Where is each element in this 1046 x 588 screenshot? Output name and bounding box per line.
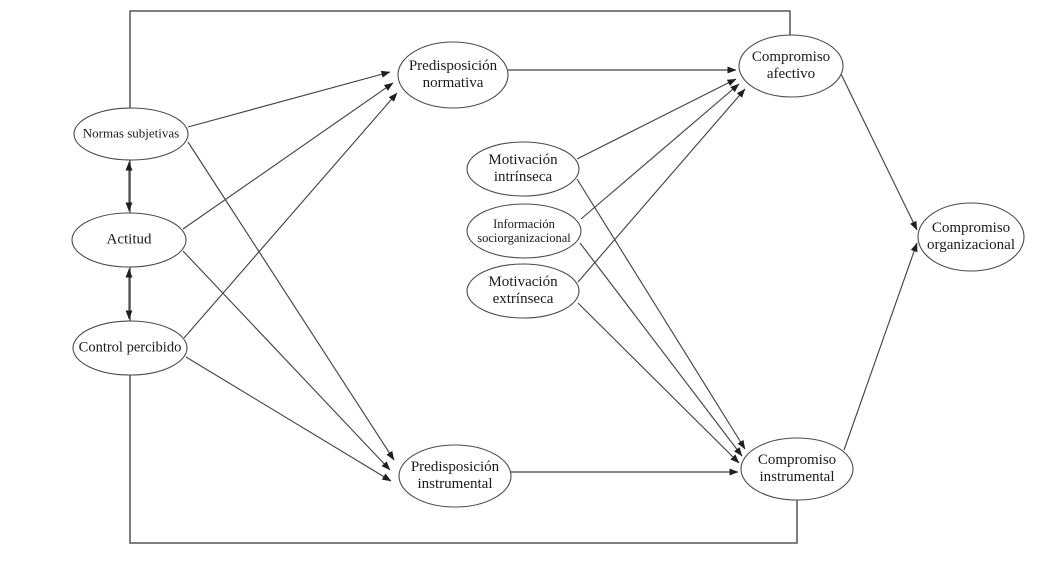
edge-motivacion-intrinseca--compromiso-afectivo	[576, 78, 737, 160]
node-motivacion-extrinseca	[466, 263, 580, 319]
node-actitud	[71, 212, 187, 268]
edge-control-percibido--predisposicion-instrumental	[185, 356, 392, 482]
edge-actitud--predisposicion-normativa	[182, 82, 394, 230]
edge-compromiso-instrumental--compromiso-organizacional	[843, 242, 918, 451]
edge-informacion-sociorganizacional--compromiso-afectivo	[580, 83, 740, 220]
edge-control-percibido--predisposicion-normativa	[183, 92, 398, 339]
node-compromiso-afectivo	[738, 34, 844, 98]
node-normas-subjetivas	[73, 107, 189, 161]
node-informacion-sociorganizacional	[466, 203, 582, 259]
node-predisposicion-instrumental	[398, 444, 512, 508]
edge-normas-subjetivas--predisposicion-instrumental	[187, 141, 395, 461]
edge-normas-subjetivas--predisposicion-normativa	[187, 70, 391, 128]
node-predisposicion-normativa	[397, 41, 509, 109]
node-motivacion-intrinseca	[466, 141, 580, 197]
edge-motivacion-extrinseca--compromiso-afectivo	[577, 88, 746, 283]
edge-actitud--predisposicion-instrumental	[182, 250, 391, 471]
edge-informacion-sociorganizacional--compromiso-instrumental	[579, 242, 743, 457]
node-control-percibido	[72, 320, 188, 376]
edge-compromiso-afectivo--compromiso-organizacional	[840, 73, 918, 231]
edge-motivacion-intrinseca--compromiso-instrumental	[576, 178, 746, 450]
node-compromiso-instrumental	[740, 437, 854, 501]
edge-motivacion-extrinseca--compromiso-instrumental	[577, 302, 740, 464]
node-compromiso-organizacional	[917, 202, 1025, 272]
